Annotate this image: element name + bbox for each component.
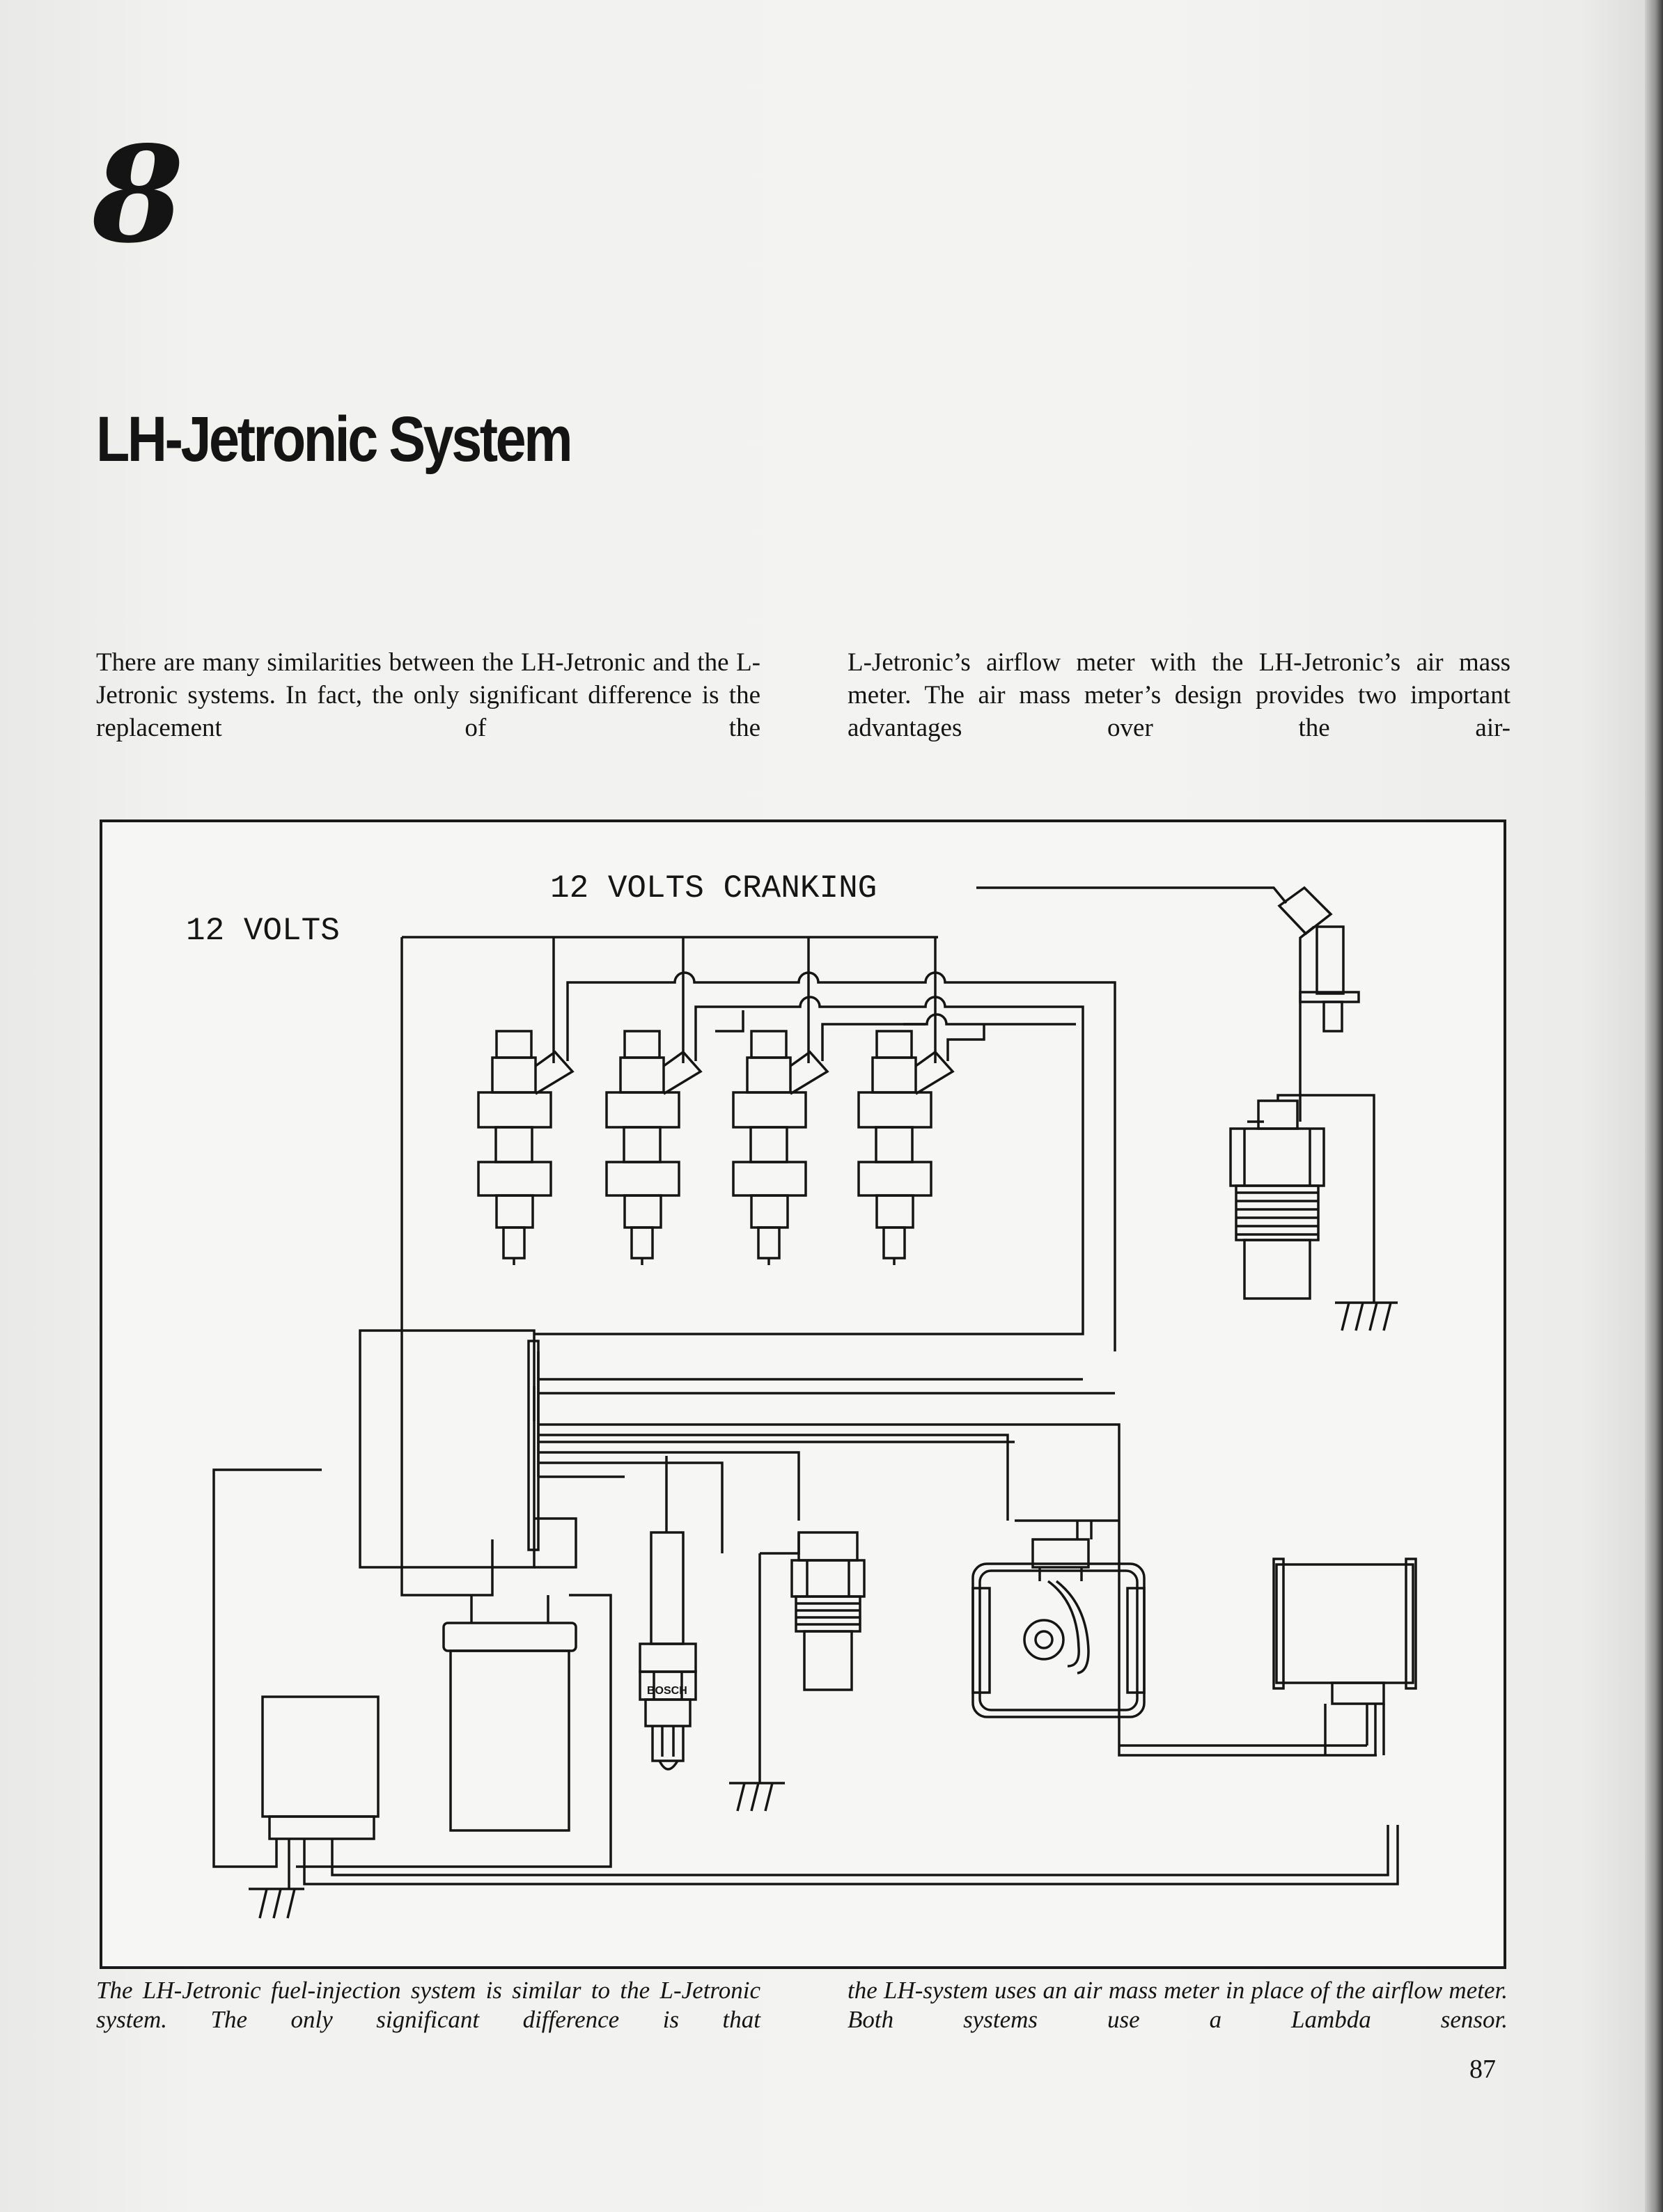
wiring-diagram: 12 VOLTS CRANKING 12 VOLTS	[100, 819, 1506, 1969]
ignition-coil	[296, 1594, 612, 1868]
chapter-title: LH-Jetronic System	[96, 404, 573, 475]
idle-control-unit	[212, 1468, 1399, 1889]
ground-symbol-right	[1335, 1301, 1398, 1331]
cold-start-valve	[1277, 886, 1360, 1122]
control-unit	[359, 1329, 1115, 1569]
fuel-injector-4	[857, 1030, 955, 1265]
cranking-wire	[976, 886, 1288, 904]
chapter-number: 8	[92, 117, 185, 272]
label-12-volts-cranking: 12 VOLTS CRANKING	[550, 870, 877, 907]
page-edge-shadow	[1645, 0, 1663, 2212]
figure-caption-left: The LH-Jetronic fuel-injection system is…	[96, 1977, 760, 2033]
label-12-volts: 12 VOLTS	[186, 913, 340, 949]
fuel-injector-1	[477, 1030, 575, 1265]
intro-paragraph-left: There are many similarities between the …	[96, 648, 760, 742]
temperature-sensor-right	[1229, 1094, 1375, 1303]
lambda-sensor-brand-label: BOSCH	[647, 1685, 687, 1697]
lambda-sensor: BOSCH	[639, 1456, 697, 1771]
ground-symbol-middle	[729, 1782, 785, 1812]
fuel-injector-3	[732, 1030, 829, 1265]
air-mass-meter	[1119, 1558, 1417, 1755]
fuel-injector-2	[605, 1030, 703, 1265]
ground-symbol-left	[249, 1888, 304, 1919]
throttle-switch	[971, 1519, 1146, 1718]
wiring-diagram-svg: 12 VOLTS CRANKING 12 VOLTS	[186, 870, 1417, 1919]
page-number: 87	[1469, 2055, 1496, 2084]
figure-caption-right: the LH-system uses an air mass meter in …	[848, 1977, 1508, 2033]
temperature-sensor-middle	[758, 1531, 866, 1783]
intro-paragraph-right: L-Jetronic’s airflow meter with the LH-J…	[848, 648, 1510, 742]
